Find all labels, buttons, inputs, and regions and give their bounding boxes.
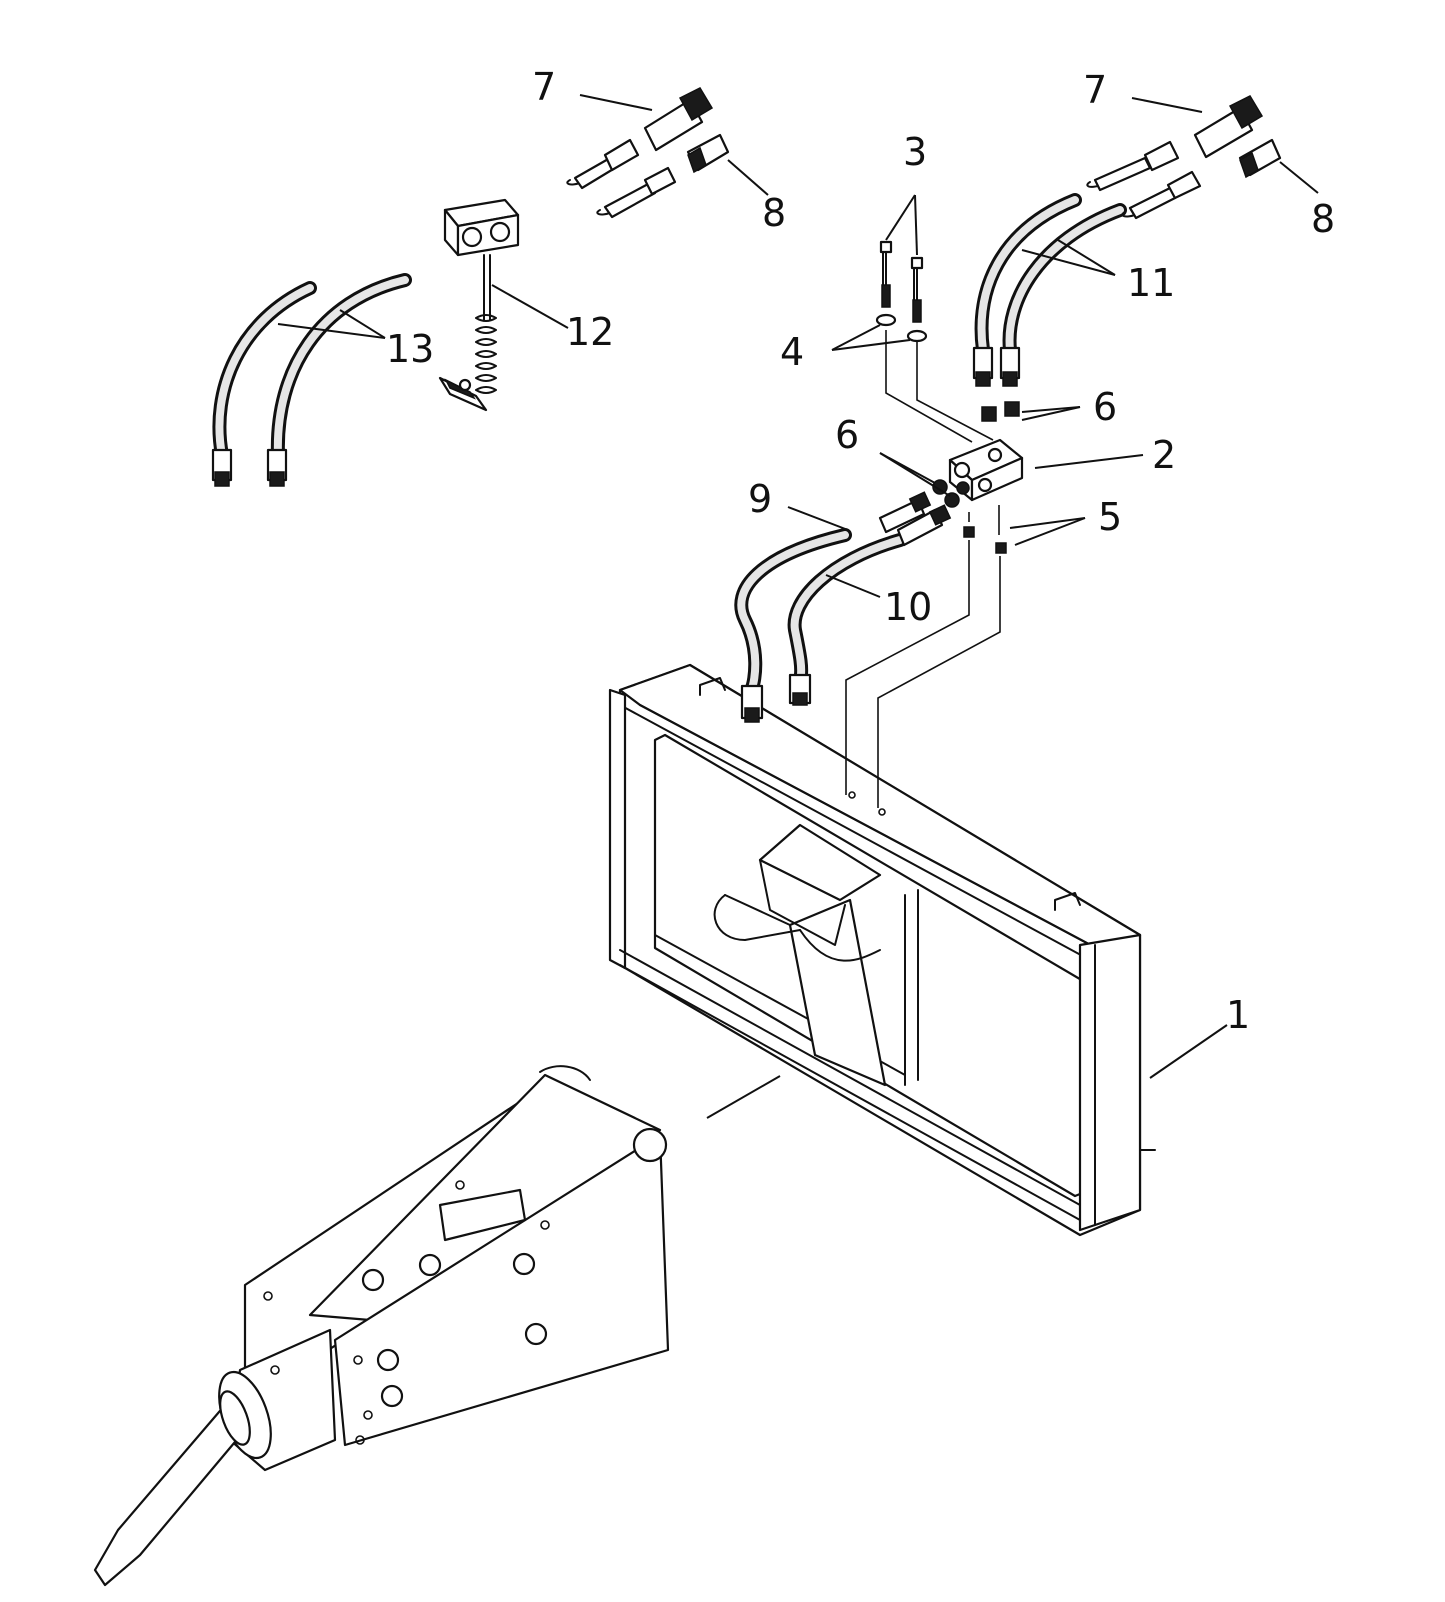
hoses-11 [972,193,1127,387]
callout-6-left: 6 [835,413,859,457]
callout-13: 13 [386,327,434,371]
hose-fittings-9-10 [878,491,952,547]
leader-lines [277,94,1319,1079]
washers-4 [875,313,928,343]
callout-3: 3 [903,130,927,174]
callout-4: 4 [780,330,804,374]
callout-5: 5 [1098,495,1122,539]
hose-10 [787,533,907,706]
callout-7-right: 7 [1083,68,1107,112]
fittings-6-left [932,479,970,508]
hose-9 [734,528,852,723]
fittings-6-right [981,401,1020,422]
hydraulic-breaker [93,1065,670,1587]
nuts-5 [963,505,1007,554]
callout-12: 12 [566,310,614,354]
callout-2: 2 [1152,433,1176,477]
couplers-right [1086,95,1282,220]
mounting-frame [608,663,1156,1237]
callout-1: 1 [1226,993,1250,1037]
hoses-13 [211,273,412,487]
callout-10: 10 [884,585,932,629]
callout-8-left: 8 [762,191,786,235]
callout-9: 9 [748,477,772,521]
callout-11: 11 [1127,261,1175,305]
assembly-guide-lines [845,330,1001,808]
callout-6-right: 6 [1093,385,1117,429]
bolts-3 [879,240,924,323]
callout-8-right: 8 [1311,197,1335,241]
callout-7-left: 7 [532,65,556,109]
hose-clamp-12 [438,198,520,412]
breaker-frame-leader [706,1075,781,1119]
couplers-left [566,87,730,219]
